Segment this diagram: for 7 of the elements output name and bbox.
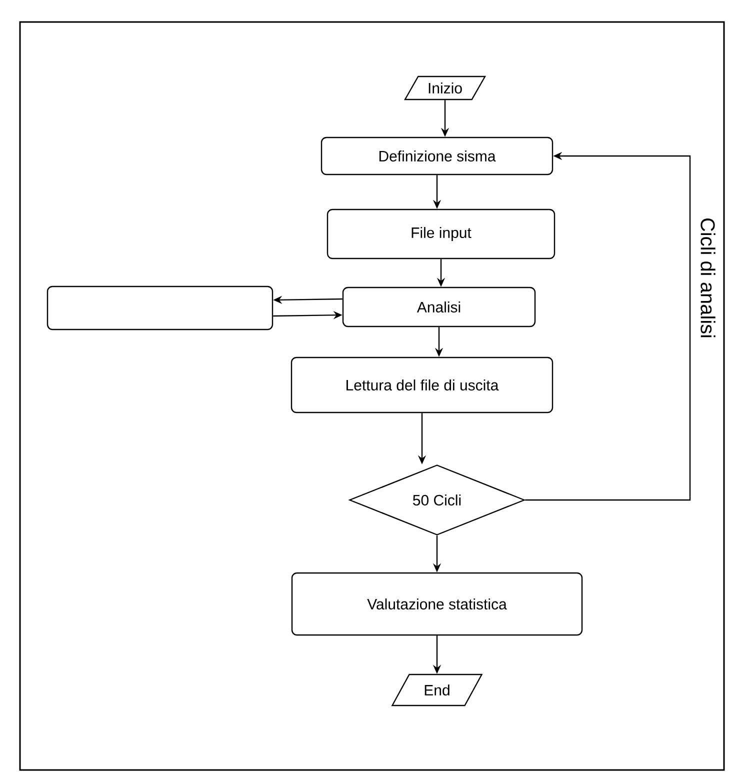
process-box: Lettura del file di uscita (290, 356, 554, 414)
edge-label: Cicli di analisi (700, 218, 716, 338)
empty-box (46, 286, 274, 330)
process-box: File input (326, 208, 556, 260)
process-box: Analisi (342, 286, 536, 328)
process-box: Valutazione statistica (291, 572, 583, 636)
process-box: Definizione sisma (320, 136, 554, 176)
